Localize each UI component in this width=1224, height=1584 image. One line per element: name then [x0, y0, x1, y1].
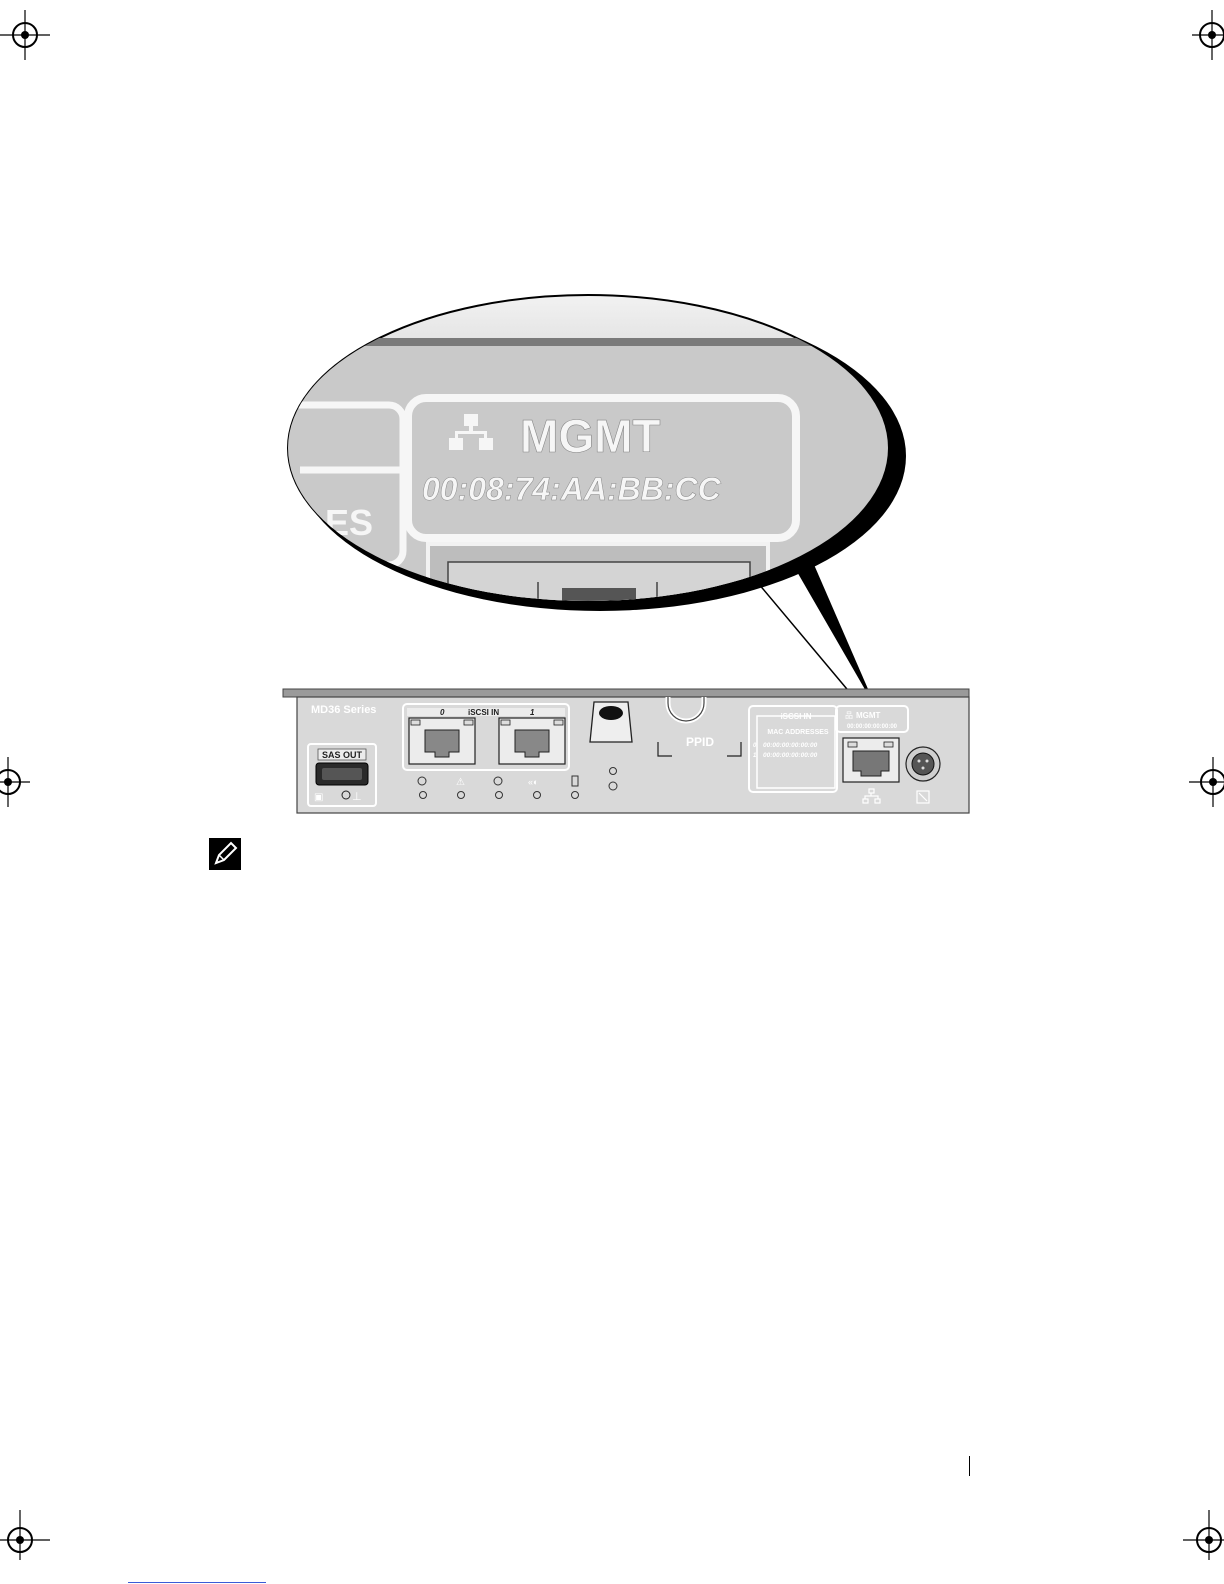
footer-link-underline — [128, 1582, 266, 1583]
mac-box-subtitle: MAC ADDRESSES — [767, 729, 829, 736]
iscsi-port-0-label: 0 — [440, 708, 445, 717]
callout-balloon: MGMT 00:08:74:AA:BB:CC ES — [240, 295, 900, 707]
mgmt-mac: 00:00:00:00:00:00 — [847, 724, 898, 730]
activity-led-icon: «◐ — [528, 777, 538, 787]
controller-panel: MD36 Series SAS OUT ▣ ⊥ 0 iSCSI IN 1 — [283, 689, 969, 813]
series-label: MD36 Series — [311, 704, 376, 716]
mac-row-0-value: 00:00:00:00:00:00 — [763, 742, 818, 749]
sas-status-icon: ⊥ — [352, 791, 362, 803]
callout-partial-text: ES — [325, 502, 373, 543]
fault-led-icon: ⚠ — [456, 777, 465, 788]
iscsi-in-label: iSCSI IN — [468, 708, 499, 717]
iscsi-port-1-label: 1 — [530, 708, 535, 717]
callout-mac-address: 00:08:74:AA:BB:CC — [422, 471, 722, 507]
callout-port-label: MGMT — [520, 410, 661, 462]
mac-box-title: iSCSI IN — [780, 712, 811, 721]
mgmt-label: MGMT — [856, 711, 881, 720]
release-latch — [590, 702, 632, 742]
service-port — [906, 747, 940, 781]
mgmt-ethernet-port — [843, 738, 899, 782]
sas-link-icon: ▣ — [314, 792, 323, 803]
mac-row-1-value: 00:00:00:00:00:00 — [763, 752, 818, 759]
page-number-rule — [969, 1456, 970, 1476]
ppid-label: PPID — [686, 735, 714, 749]
mgmt-network-icon: 品 — [845, 711, 853, 720]
sas-out-label: SAS OUT — [322, 750, 363, 760]
note-pencil-icon — [209, 838, 241, 870]
